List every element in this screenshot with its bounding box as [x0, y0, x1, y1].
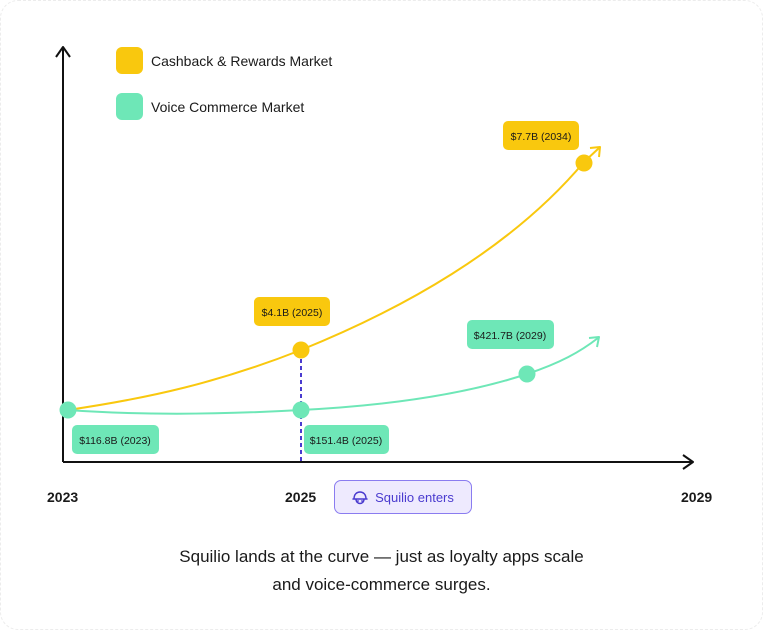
caption-line-2: and voice-commerce surges. [272, 575, 491, 594]
x-tick-2025: 2025 [285, 489, 317, 505]
legend-item-cashback: Cashback & Rewards Market [116, 47, 332, 74]
voice-point-2025 [292, 401, 310, 419]
label-voice-2029-text: $421.7B (2029) [474, 330, 546, 342]
label-cashback-2025-bg [254, 297, 330, 326]
label-voice-2025: $151.4B (2025) [304, 425, 389, 454]
voice-point-2029 [518, 365, 536, 383]
cashback-series-line [67, 161, 585, 411]
voice-series-arrowhead [588, 336, 600, 348]
cashback-series-arrowhead [589, 146, 601, 158]
x-axis-arrow [682, 454, 694, 470]
x-tick-2023: 2023 [47, 489, 79, 505]
label-cashback-2034-bg [503, 121, 579, 150]
cashback-point-2025 [292, 341, 310, 359]
legend-item-voice: Voice Commerce Market [116, 93, 304, 120]
legend-label-voice: Voice Commerce Market [151, 98, 305, 115]
label-cashback-2025-text: $4.1B (2025) [262, 307, 323, 319]
label-voice-2025-bg [304, 425, 389, 454]
label-cashback-2034: $7.7B (2034) [503, 121, 579, 150]
caption-line-1: Squilio lands at the curve — just as loy… [179, 547, 584, 566]
legend-label-cashback: Cashback & Rewards Market [151, 52, 333, 69]
voice-point-2023 [59, 401, 77, 419]
label-voice-2029-bg [467, 320, 554, 349]
label-voice-2025-text: $151.4B (2025) [310, 435, 382, 447]
voice-series-line [67, 337, 599, 415]
label-voice-2023-text: $116.8B (2023) [79, 435, 151, 447]
squilio-enters-label: Squilio enters [375, 489, 454, 505]
legend-swatch-voice [116, 93, 143, 120]
label-cashback-2034-text: $7.7B (2034) [511, 131, 572, 143]
legend-swatch-cashback [116, 47, 143, 74]
x-tick-2029: 2029 [681, 489, 713, 505]
squilio-hat-icon [352, 490, 368, 504]
y-axis-arrow [55, 46, 71, 58]
cashback-point-2034 [575, 154, 593, 172]
label-voice-2023-bg [72, 425, 159, 454]
squilio-enters-badge: Squilio enters [334, 480, 472, 514]
label-voice-2023: $116.8B (2023) [72, 425, 159, 454]
label-voice-2029: $421.7B (2029) [467, 320, 554, 349]
chart-caption: Squilio lands at the curve — just as loy… [0, 543, 763, 599]
label-cashback-2025: $4.1B (2025) [254, 297, 330, 326]
